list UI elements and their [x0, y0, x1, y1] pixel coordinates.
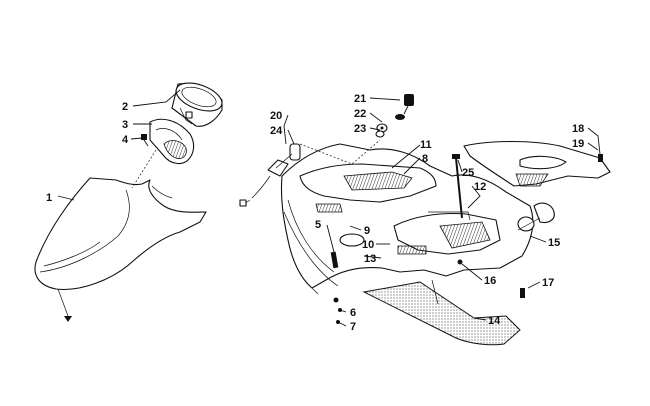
screw-part: [141, 134, 149, 147]
key-part: [395, 94, 414, 120]
harness-part: [239, 143, 301, 207]
hood-part: [280, 143, 534, 295]
trim-part: [463, 140, 611, 187]
gauge-part: [171, 82, 223, 127]
callout-18: 18: [572, 123, 584, 135]
callouts: 1 2 3 4 5 6 7 8 9 10 11 12 13 14 15 16 1…: [46, 93, 584, 333]
callout-10: 10: [362, 239, 374, 251]
callout-5: 5: [315, 219, 321, 231]
callout-22: 22: [354, 108, 366, 120]
callout-20: 20: [270, 110, 282, 122]
callout-6: 6: [350, 307, 356, 319]
callout-19: 19: [572, 138, 584, 150]
callout-15: 15: [548, 237, 560, 249]
gauge-mount-part: [149, 118, 195, 165]
washer-part: [375, 123, 388, 138]
knob-part: [517, 202, 555, 232]
callout-7: 7: [350, 321, 356, 333]
callout-25: 25: [462, 167, 474, 179]
callout-23: 23: [354, 123, 366, 135]
callout-12: 12: [474, 181, 486, 193]
callout-17: 17: [542, 277, 554, 289]
callout-1: 1: [46, 192, 52, 204]
leader-lines: [57, 89, 601, 327]
callout-3: 3: [122, 119, 128, 131]
callout-4: 4: [122, 134, 129, 146]
callout-14: 14: [488, 315, 501, 327]
callout-13: 13: [364, 253, 376, 265]
callout-9: 9: [364, 225, 370, 237]
callout-2: 2: [122, 101, 128, 113]
pointer-arrow-icon: [64, 316, 72, 322]
callout-8: 8: [422, 153, 428, 165]
callout-11: 11: [420, 139, 432, 151]
callout-21: 21: [354, 93, 366, 105]
callout-24: 24: [270, 125, 283, 137]
fender-part: [34, 177, 207, 322]
bolt-part: [452, 154, 463, 219]
fastener-part: [457, 154, 603, 298]
pad-part: [362, 279, 521, 346]
callout-16: 16: [484, 275, 496, 287]
